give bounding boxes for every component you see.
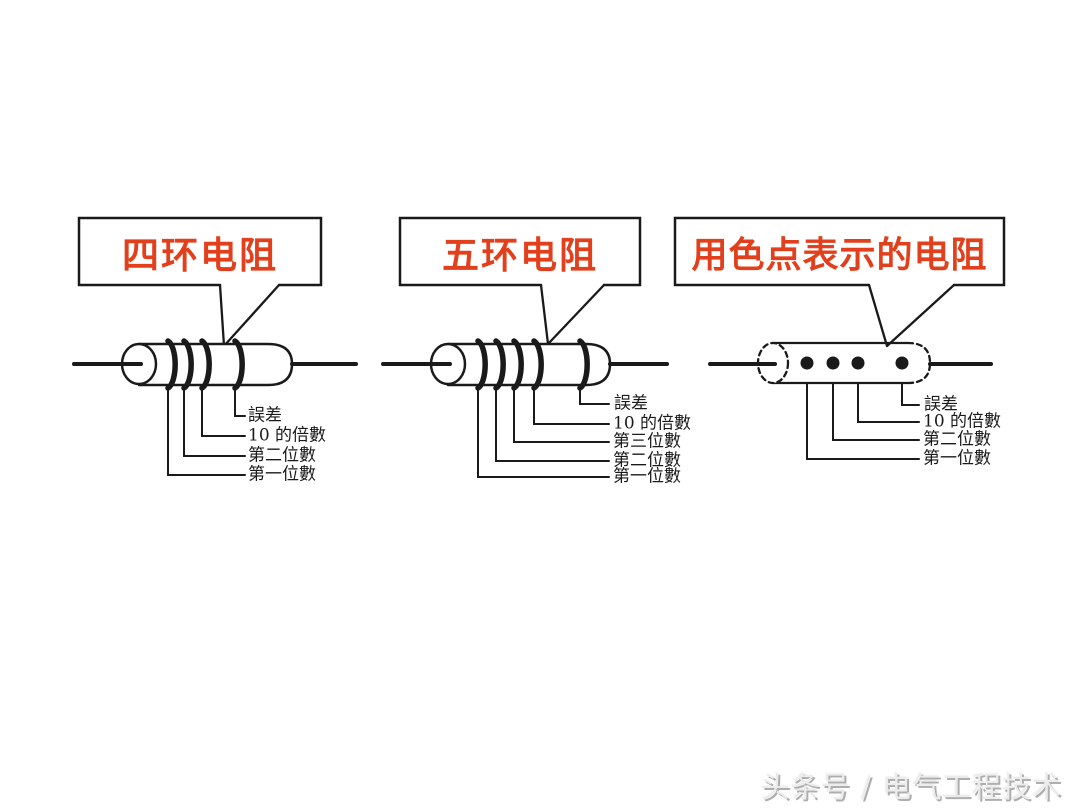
color-dot-3 [851,356,865,370]
leader-tolerance-dot-coded [901,383,920,406]
label-digit3-five-band: 第三位數 [613,431,681,452]
label-tolerance-four-band: 誤差 [248,405,282,426]
callout-title-dot-coded: 用色点表示的电阻 [691,233,988,275]
four-band-resistor-figure [72,216,358,476]
label-digit2-four-band: 第二位數 [248,445,316,466]
callout-pointer-five-band [539,283,606,346]
label-multiplier-five-band: 10 的倍數 [613,413,692,434]
resistor-body-four-band [137,342,294,387]
label-digit1-dot-coded: 第一位數 [923,448,991,469]
leader-digit1-dot-coded [806,383,920,460]
leader-tolerance-five-band [579,388,610,405]
leader-digit3-five-band [513,389,610,443]
label-multiplier-dot-coded: 10 的倍數 [923,411,1002,432]
watermark-text: 头条号 / 电气工程技术 [760,770,1062,804]
callout-title-five-band: 五环电阻 [442,234,598,276]
color-band-2-four-band [181,338,194,391]
callout-box-dot-coded [673,216,1006,287]
label-digit2-five-band: 第二位數 [613,450,681,471]
leader-digit2-five-band [495,389,610,462]
color-band-3-five-band [511,338,524,391]
leader-multiplier-dot-coded [857,383,920,423]
leader-digit2-four-band [183,389,246,457]
callout-box-four-band [77,216,323,287]
callout-pointer-four-band [218,283,281,348]
resistor-right-cap-dot-coded [906,341,932,385]
leader-digit1-four-band [167,389,246,476]
color-band-1-four-band [165,338,178,391]
color-dot-2 [826,356,840,370]
label-tolerance-dot-coded: 誤差 [924,394,958,415]
callout-pointer-dot-coded [867,283,956,348]
callout-box-five-band [398,216,642,287]
label-tolerance-five-band: 誤差 [614,393,648,414]
color-band-3-four-band [199,338,212,391]
label-digit1-four-band: 第一位數 [248,464,316,485]
color-band-2-five-band [493,338,506,391]
color-band-4-five-band [531,338,544,391]
leader-digit1-five-band [477,389,610,478]
five-band-resistor-figure [381,216,669,478]
color-dot-1 [800,356,814,370]
label-multiplier-four-band: 10 的倍數 [248,425,327,446]
color-band-4-four-band [232,338,245,391]
label-digit1-five-band: 第一位數 [613,466,681,487]
leader-tolerance-four-band [234,388,246,417]
dot-coded-resistor-figure [673,216,1006,460]
callout-title-four-band: 四环电阻 [122,234,278,276]
label-digit2-dot-coded: 第二位數 [923,429,991,450]
leader-multiplier-five-band [533,389,610,425]
color-dot-4 [895,356,909,370]
leader-digit2-dot-coded [832,383,920,441]
color-band-5-five-band [577,338,590,391]
color-band-1-five-band [475,338,488,391]
leader-multiplier-four-band [201,389,246,437]
